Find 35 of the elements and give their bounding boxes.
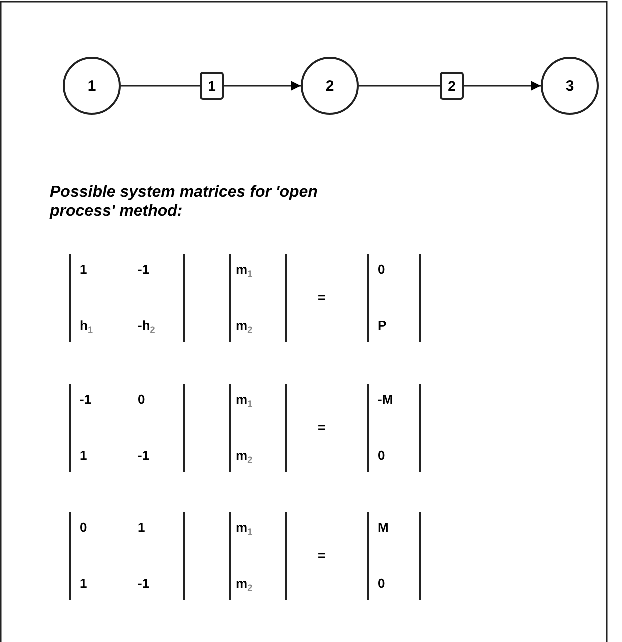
matrix-entry: M [378,520,389,536]
matrix-entry: -1 [138,448,150,464]
matrix-entry: = [318,290,326,306]
matrix-entry: 1 [80,576,88,592]
matrix-entry: 0 [378,262,386,278]
element-box: 1 [200,72,224,100]
matrix-entry: -1 [80,392,92,408]
matrix-entry: -1 [138,262,150,278]
matrix-entry: m$_{1}$ [236,520,253,539]
matrix-entry: = [318,420,326,436]
matrix-entry: m$_{1}$ [236,392,253,411]
matrix-entry: 1 [80,262,88,278]
matrix-entry: P [378,318,387,334]
matrix-entry: 1 [138,520,146,536]
matrix-entry: -M [378,392,394,408]
matrix-entry: m$_{2}$ [236,448,253,467]
matrix-entry: 0 [378,576,386,592]
matrix-entry: 0 [80,520,88,536]
node-circle: 1 [63,57,121,115]
matrix-entry: m$_{1}$ [236,262,253,281]
matrix-entry: m$_{2}$ [236,576,253,595]
matrix-entry: 1 [80,448,88,464]
matrix-entry: -1 [138,576,150,592]
heading-text: Possible system matrices for 'open process' method: [50,183,319,221]
matrix-entry: 0 [138,392,146,408]
matrix-entry: -h$_{2}$ [138,318,156,337]
element-box: 2 [440,72,464,100]
connector-arrow [224,81,301,91]
matrix-entry: 0 [378,448,386,464]
node-circle: 3 [541,57,599,115]
connector-arrow [464,81,541,91]
matrix-entry: m$_{2}$ [236,318,253,337]
node-circle: 2 [301,57,359,115]
matrix-entry: = [318,548,326,564]
matrix-entry: h$_{1}$ [80,318,93,337]
